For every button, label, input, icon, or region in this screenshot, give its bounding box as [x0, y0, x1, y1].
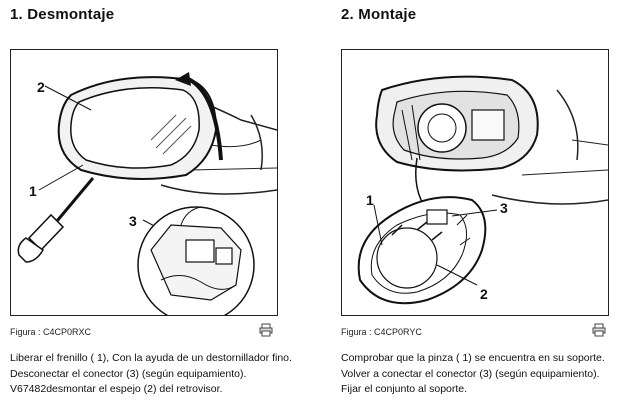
instruction-line: Fijar el conjunto al soporte. [341, 383, 468, 395]
printer-icon[interactable] [259, 323, 273, 337]
figure-desmontaje: 2 1 3 [10, 49, 278, 316]
callout-3: 3 [129, 213, 137, 229]
callout-1: 1 [366, 192, 374, 208]
callout-2: 2 [37, 79, 45, 95]
instructions-montaje: Comprobar que la pinza ( 1) se encuentra… [341, 351, 640, 398]
mirror-installation-illustration: 1 3 2 [357, 75, 608, 305]
callout-3: 3 [500, 200, 508, 216]
callout-1: 1 [29, 183, 37, 199]
figure-caption: Figura : C4CP0RYC [341, 327, 422, 337]
callout-2: 2 [480, 286, 488, 302]
instructions-desmontaje: Liberar el frenillo ( 1), Con la ayuda d… [10, 351, 310, 398]
printer-icon[interactable] [592, 323, 606, 337]
mirror-removal-illustration: 2 1 3 [17, 72, 277, 315]
instruction-line: Comprobar que la pinza ( 1) se encuentra… [341, 352, 605, 364]
instruction-line: V67482desmontar el espejo (2) del retrov… [10, 383, 223, 395]
instruction-line: Liberar el frenillo ( 1), Con la ayuda d… [10, 352, 292, 364]
figure-caption: Figura : C4CP0RXC [10, 327, 92, 337]
figure-montaje: 1 3 2 [341, 49, 609, 316]
instruction-line: Desconectar el conector (3) (según equip… [10, 367, 247, 380]
section-title-montaje: 2. Montaje [341, 6, 417, 23]
section-title-desmontaje: 1. Desmontaje [10, 6, 115, 23]
instruction-line: Volver a conectar el conector (3) (según… [341, 367, 600, 380]
